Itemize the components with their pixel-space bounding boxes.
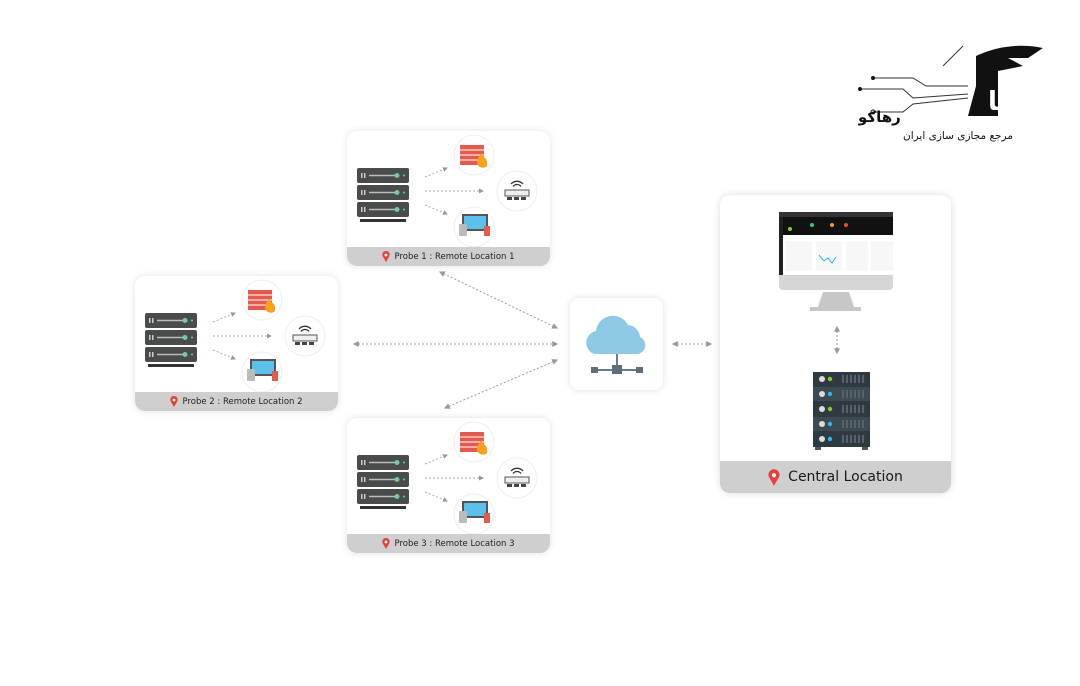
arrow-probe3-cloud xyxy=(443,359,559,409)
probe-label-text: Probe 2 : Remote Location 2 xyxy=(182,396,303,407)
probe-card-1: Probe 1 : Remote Location 1 xyxy=(347,131,550,266)
probe-arrows xyxy=(212,312,272,360)
location-pin-icon xyxy=(382,538,391,549)
probe-arrows xyxy=(424,454,484,502)
location-pin-icon xyxy=(170,396,179,407)
probe-server-icon xyxy=(357,455,409,509)
devices-icon xyxy=(241,351,283,393)
probe-location-label: Probe 3 : Remote Location 3 xyxy=(347,534,550,553)
svg-text:ها: ها xyxy=(988,87,1016,117)
wifi-router-icon xyxy=(496,170,538,212)
probe-location-label: Probe 2 : Remote Location 2 xyxy=(135,392,338,411)
location-pin-icon xyxy=(768,468,780,486)
central-location-card: Central Location xyxy=(720,195,951,493)
logo-name: رهاکو xyxy=(858,108,901,126)
probe-location-label: Probe 1 : Remote Location 1 xyxy=(347,247,550,266)
wifi-router-icon xyxy=(496,457,538,499)
location-pin-icon xyxy=(382,251,391,262)
probe-card-3: Probe 3 : Remote Location 3 xyxy=(347,418,550,553)
devices-icon xyxy=(453,206,495,248)
rahaco-logo: ها رهاکو مرجع مجازی سازی ایران xyxy=(857,36,1048,146)
probe-label-text: Probe 1 : Remote Location 1 xyxy=(394,251,515,262)
central-location-text: Central Location xyxy=(788,469,903,485)
firewall-icon xyxy=(453,134,495,176)
central-location-label: Central Location xyxy=(720,461,951,493)
devices-icon xyxy=(453,493,495,535)
rack-server-icon xyxy=(813,372,870,450)
probe-server-icon xyxy=(357,168,409,222)
probe-card-2: Probe 2 : Remote Location 2 xyxy=(135,276,338,411)
rahaco-logo-mark: ها رهاکو مرجع مجازی سازی ایران xyxy=(857,45,1043,142)
cloud-network-node xyxy=(570,298,663,390)
probe-server-icon xyxy=(145,313,197,367)
central-equipment xyxy=(779,212,893,450)
probe-label-text: Probe 3 : Remote Location 3 xyxy=(394,538,515,549)
wifi-router-icon xyxy=(284,315,326,357)
logo-tagline: مرجع مجازی سازی ایران xyxy=(903,130,1013,142)
arrow-probe1-cloud xyxy=(438,271,559,329)
monitor-icon xyxy=(779,212,893,311)
firewall-icon xyxy=(241,279,283,321)
probe-arrows xyxy=(424,167,484,215)
firewall-icon xyxy=(453,421,495,463)
cloud-network-icon xyxy=(586,315,646,374)
